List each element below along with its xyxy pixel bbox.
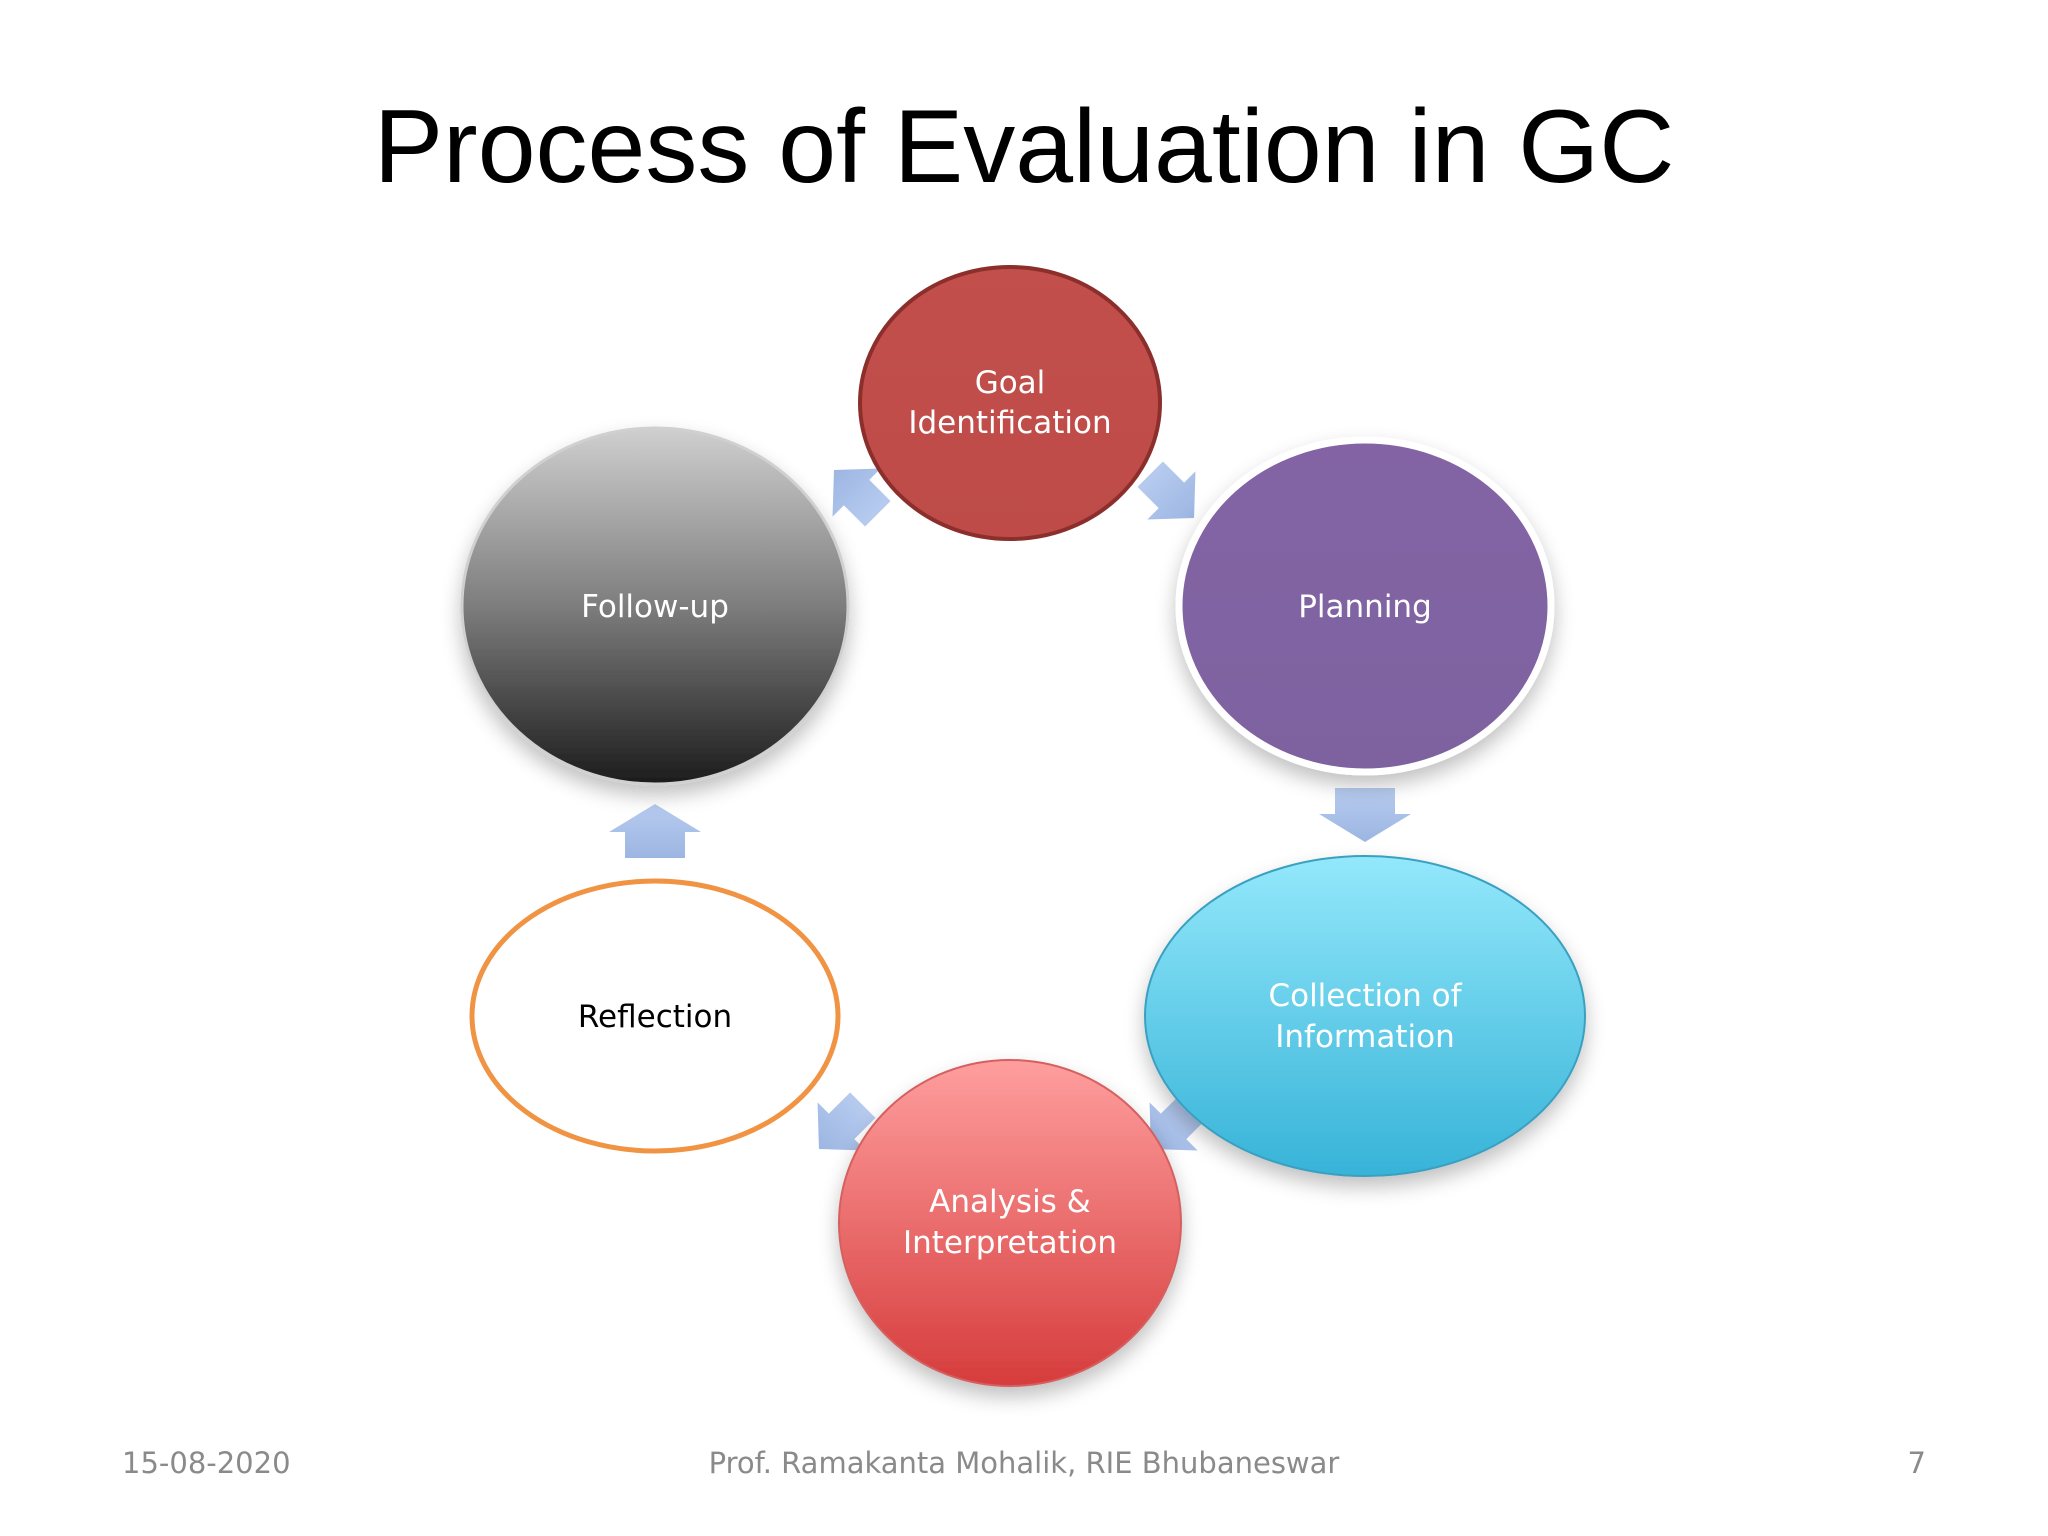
arrow-planning-to-collection (1319, 788, 1411, 842)
arrow-reflection-to-followup (609, 804, 701, 858)
node-planning-line-1: Planning (1298, 589, 1432, 625)
node-follow-up: Follow-up (460, 426, 850, 786)
node-analysis-line-1: Analysis & (929, 1184, 1091, 1220)
footer-page-number: 7 (1907, 1446, 1926, 1480)
node-collection-line-2: Information (1275, 1019, 1454, 1055)
node-goal-line-1: Goal (975, 365, 1046, 401)
node-goal-identification: Goal Identification (858, 265, 1162, 541)
node-reflection-line-1: Reflection (578, 999, 732, 1035)
node-analysis-interpretation: Analysis & Interpretation (838, 1059, 1182, 1387)
node-reflection: Reflection (469, 878, 841, 1154)
arrow-followup-to-goal (832, 468, 891, 527)
footer-date: 15-08-2020 (122, 1446, 291, 1480)
arrow-analysis-to-reflection (817, 1092, 876, 1151)
node-collection-of-information: Collection of Information (1144, 855, 1586, 1177)
slide-title: Process of Evaluation in GC (373, 89, 1675, 205)
node-goal-line-2: Identification (908, 405, 1111, 441)
footer-author: Prof. Ramakanta Mohalik, RIE Bhubaneswar (708, 1446, 1340, 1480)
node-planning: Planning (1175, 436, 1555, 776)
node-analysis-line-2: Interpretation (903, 1225, 1117, 1261)
node-followup-line-1: Follow-up (581, 589, 729, 625)
node-collection-line-1: Collection of (1268, 978, 1462, 1014)
arrow-goal-to-planning (1137, 461, 1196, 520)
